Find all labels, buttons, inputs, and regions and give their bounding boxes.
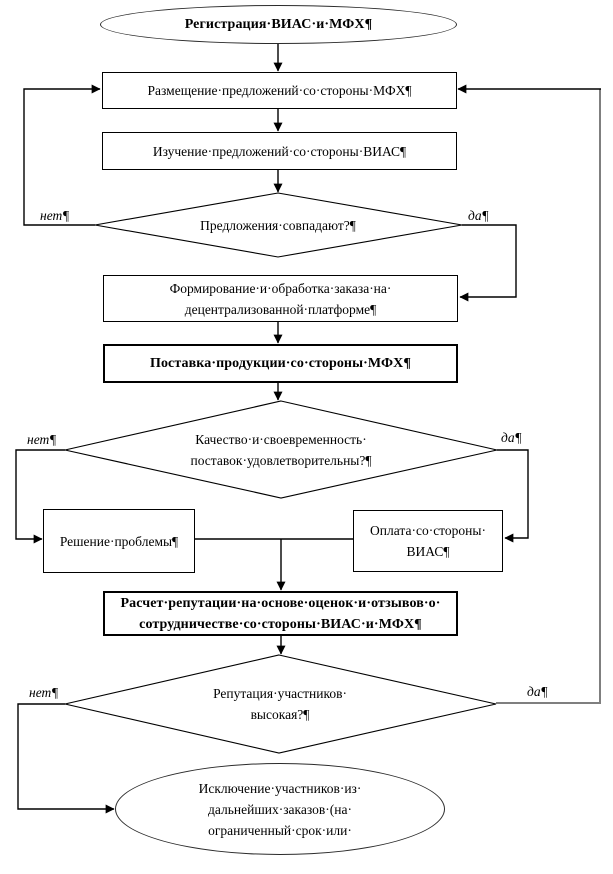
connector-no2 [15,449,65,544]
label-no-3: нет¶ [29,685,59,700]
label-yes-3: да¶ [527,684,548,699]
node-problem-solving: Решение·проблемы¶ [43,509,195,573]
label-yes-2: да¶ [501,430,522,445]
node-place-offers: Размещение·предложений·со·стороны·МФХ¶ [102,72,457,109]
connector-yes1 [459,224,517,302]
label-no-2: нет¶ [27,432,57,447]
connector-yes3-feedback [496,89,601,704]
node-delivery: Поставка·продукции·со·стороны·МФХ¶ [103,344,458,383]
node-quality-question: Качество·и·своевременность· поставок·удо… [190,432,372,468]
node-payment: Оплата·со·стороны· ВИАС¶ [353,510,503,572]
node-study-offers: Изучение·предложений·со·стороны·ВИАС¶ [102,132,457,170]
diamond-offers-match [94,192,463,258]
connector-no1 [23,84,101,226]
node-exclusion: Исключение·участников·из· дальнейших·зак… [115,763,445,855]
diamond-quality [64,400,498,499]
diamond-reputation [64,654,497,754]
label-no-1: нет¶ [40,208,70,223]
node-reputation-question: Репутация·участников· высокая?¶ [213,686,347,722]
connector-no3 [17,703,115,814]
node-offers-match-question: Предложения·совпадают?¶ [200,217,356,233]
node-reputation-calc: Расчет·репутации·на·основе·оценок·и·отзы… [103,591,458,636]
connector-yes2 [497,449,529,543]
node-order-processing: Формирование·и·обработка·заказа·на· деце… [103,275,458,322]
label-yes-1: да¶ [468,208,489,223]
node-start: Регистрация·ВИАС·и·МФХ¶ [100,5,457,44]
